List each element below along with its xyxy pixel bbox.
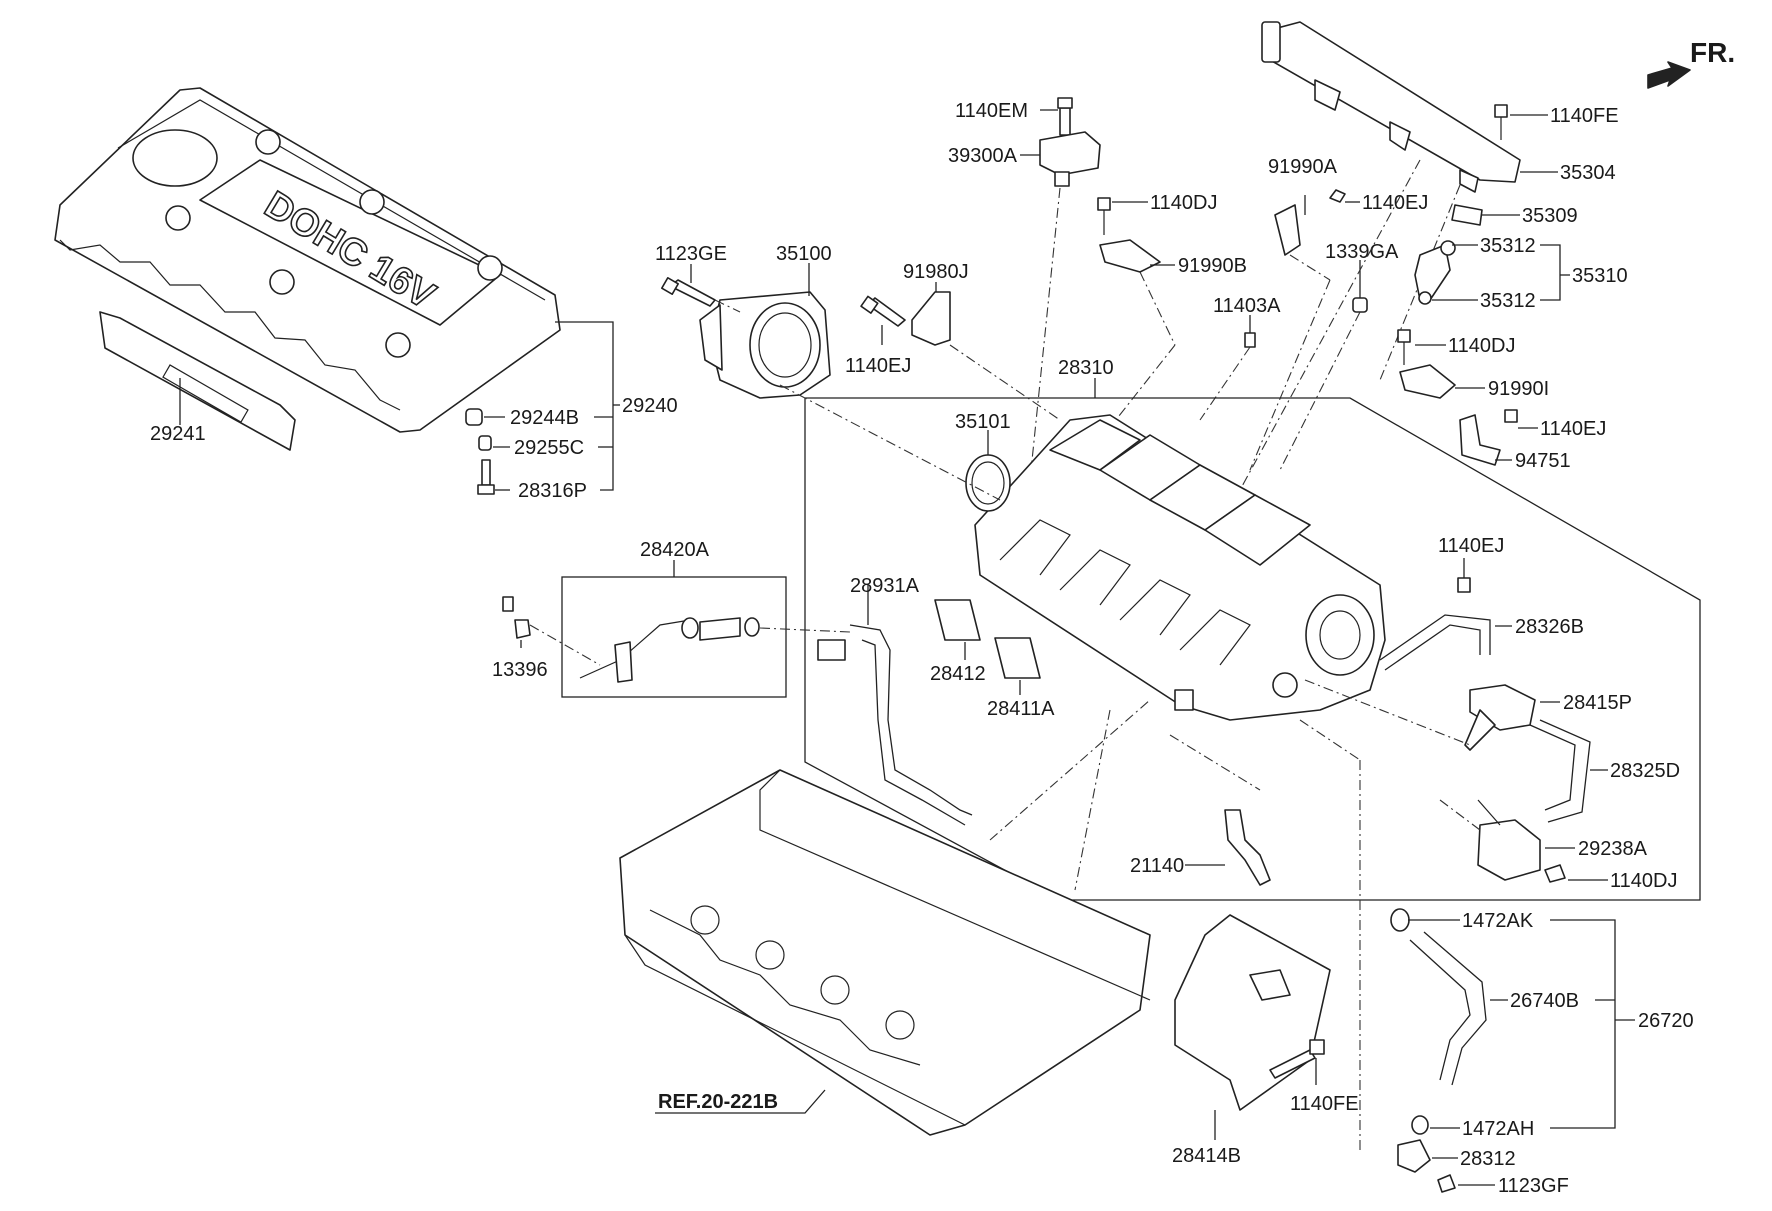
label-28326B: 28326B (1515, 616, 1584, 638)
fitting-28312: 28312 1123GF (1299, 719, 1569, 1197)
label-29244B: 29244B (510, 407, 579, 429)
label-28412: 28412 (930, 663, 986, 685)
dipstick-21140: 21140 (1074, 709, 1271, 891)
manifold-group-box (804, 397, 1701, 901)
label-28420A: 28420A (640, 539, 710, 561)
cover-bracket-29241: 29241 (99, 311, 296, 451)
label-28414B: 28414B (1172, 1145, 1241, 1167)
label-28325D: 28325D (1610, 760, 1680, 782)
label-29255C: 29255C (514, 437, 584, 459)
injector: 35312 35310 35312 (1414, 235, 1628, 312)
label-35312-a: 35312 (1480, 235, 1536, 257)
ref-label: REF.20-221B (658, 1091, 778, 1113)
label-35304: 35304 (1560, 162, 1616, 184)
coolant-hose-28931A: 28931A (817, 575, 1151, 841)
cylinder-head: REF.20-221B (619, 769, 1151, 1136)
label-91980J: 91980J (903, 261, 969, 283)
label-26740B: 26740B (1510, 990, 1579, 1012)
bracket-91990I: 1140DJ 91990I (1397, 329, 1549, 400)
label-1140DJ-c: 1140DJ (1610, 870, 1677, 892)
label-29241: 29241 (150, 423, 206, 445)
label-26720: 26720 (1638, 1010, 1694, 1032)
label-1140EJ-d: 1140EJ (1438, 535, 1504, 557)
label-1140EJ-c: 1140EJ (1540, 418, 1606, 440)
hose-kit-26720: 1472AK 26740B 1472AH 26720 (1390, 908, 1694, 1140)
label-91990I: 91990I (1488, 378, 1549, 400)
label-29240: 29240 (622, 395, 678, 417)
engine-cover: DOHC 16V (54, 87, 561, 433)
solenoid-28415P: 28415P (1304, 679, 1632, 751)
label-11403A: 11403A (1213, 295, 1281, 317)
bracket-28414B: 28414B 1140FE (1172, 914, 1359, 1167)
label-28316P: 28316P (518, 480, 587, 502)
map-sensor: 1140EM 39300A (948, 97, 1101, 481)
label-35309: 35309 (1522, 205, 1578, 227)
label-35101: 35101 (955, 411, 1011, 433)
label-39300A: 39300A (948, 145, 1018, 167)
fuel-rail: 35304 1140FE 35309 (1239, 21, 1619, 491)
fr-label: FR. (1690, 37, 1735, 68)
label-28931A: 28931A (850, 575, 920, 597)
vacuum-hose-28326B: 1140EJ 28326B (1379, 535, 1584, 671)
label-1140FE-top: 1140FE (1550, 105, 1619, 127)
bracket-91990A: 91990A 1140EJ (1249, 156, 1428, 471)
label-35312-b: 35312 (1480, 290, 1536, 312)
label-1140DJ-b: 1140DJ (1448, 335, 1515, 357)
label-29238A: 29238A (1578, 838, 1648, 860)
filler-opening (132, 129, 218, 187)
label-1140EM: 1140EM (955, 100, 1028, 122)
throttle-body: 35100 1123GE (655, 243, 832, 399)
label-1140FE-bot: 1140FE (1290, 1093, 1359, 1115)
nut-1339GA: 1339GA (1279, 241, 1399, 471)
label-1339GA: 1339GA (1325, 241, 1399, 263)
actuator-29238A: 29238A 1140DJ (1439, 799, 1677, 892)
label-13396: 13396 (492, 659, 548, 681)
label-1140EJ-b: 1140EJ (845, 355, 911, 377)
label-28411A: 28411A (987, 698, 1055, 720)
label-94751: 94751 (1515, 450, 1571, 472)
label-35100: 35100 (776, 243, 832, 265)
pcv-assembly: 28420A 13396 (492, 539, 851, 698)
label-1472AH: 1472AH (1462, 1118, 1534, 1140)
label-91990B: 91990B (1178, 255, 1247, 277)
label-1123GE: 1123GE (655, 243, 727, 265)
label-1140DJ-a: 1140DJ (1150, 192, 1217, 214)
label-35310: 35310 (1572, 265, 1628, 287)
cover-mount-parts: 29244B 29240 29255C 28316P (465, 321, 678, 502)
hose-28325D: 28325D (1529, 719, 1680, 823)
label-1123GF: 1123GF (1498, 1175, 1569, 1197)
fr-arrow-icon (1647, 61, 1691, 89)
label-28415P: 28415P (1563, 692, 1632, 714)
label-28310: 28310 (1058, 357, 1114, 379)
label-1140EJ-a: 1140EJ (1362, 192, 1428, 214)
bolt-11403A: 11403A (1199, 295, 1281, 421)
bracket-94751: 1140EJ 94751 (1459, 409, 1606, 472)
manifold-gaskets: 28412 28411A (930, 599, 1055, 720)
label-1472AK: 1472AK (1462, 910, 1534, 932)
bracket-91980J: 91980J 1140EJ (845, 261, 969, 377)
label-28312: 28312 (1460, 1148, 1516, 1170)
intake-manifold: 28310 35101 (779, 344, 1701, 901)
label-21140: 21140 (1130, 855, 1184, 877)
label-91990A: 91990A (1268, 156, 1338, 178)
front-direction-indicator: FR. (1647, 37, 1735, 89)
